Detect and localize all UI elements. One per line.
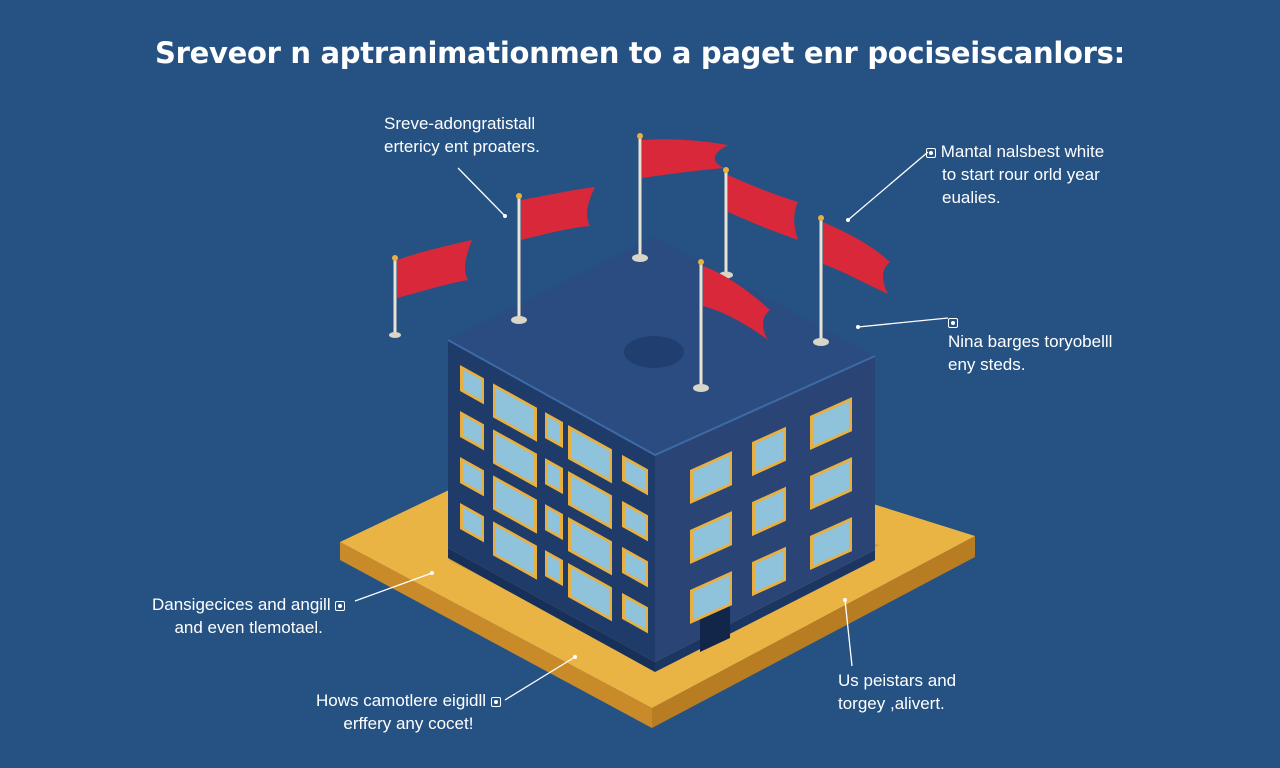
callout-bottom-right: Us peistars and torgey ,alivert. [838,669,956,715]
flag-icon [719,167,798,279]
callout-text: to start rour orld year [942,165,1100,184]
flag-icon [511,187,595,324]
flag-icon [693,259,770,392]
target-marker-icon [926,147,936,158]
target-marker-icon [335,600,346,611]
callout-text: erffery any cocet! [343,714,474,733]
callout-text: eny steds. [948,355,1026,374]
flag-icon [813,215,890,346]
callout-text: ertericy ent proaters. [384,137,540,156]
callout-top-right: Mantal nalsbest white to start rour orld… [926,140,1104,209]
callout-text: and even tlemotael. [174,618,323,637]
callout-text: Us peistars and [838,671,957,690]
flag-icon [389,240,472,338]
leader-dots [430,214,860,659]
callout-text: torgey ,alivert. [838,694,945,713]
callout-text: Mantal nalsbest white [940,142,1105,161]
left-facade-windows [460,365,648,634]
callout-text: Dansigecices and angill [152,595,331,614]
page-title: Srevеor n aptranimationmen to a paget en… [155,36,1125,70]
rooftop-flags [389,133,890,392]
callout-text: eualies. [942,188,1001,207]
leader-lines [354,151,949,701]
target-marker-icon [948,317,958,328]
right-facade-windows [690,397,852,624]
target-marker-icon [490,696,501,707]
callout-bottom-center: Hows camotlere eigidll erffery any cocet… [316,689,501,735]
callout-text: Hows camotlere eigidll [316,691,487,710]
callout-text: Sreve-adongratistall [384,114,536,133]
flag-icon [632,133,728,262]
callout-mid-right: Nina barges toryobelll eny steds. [948,310,1112,376]
callout-text: Nina barges toryobelll [948,332,1113,351]
callout-bottom-left: Dansigecices and angill and even tlemota… [152,593,346,639]
callout-top-left: Sreve-adongratistall ertericy ent proate… [384,112,540,158]
